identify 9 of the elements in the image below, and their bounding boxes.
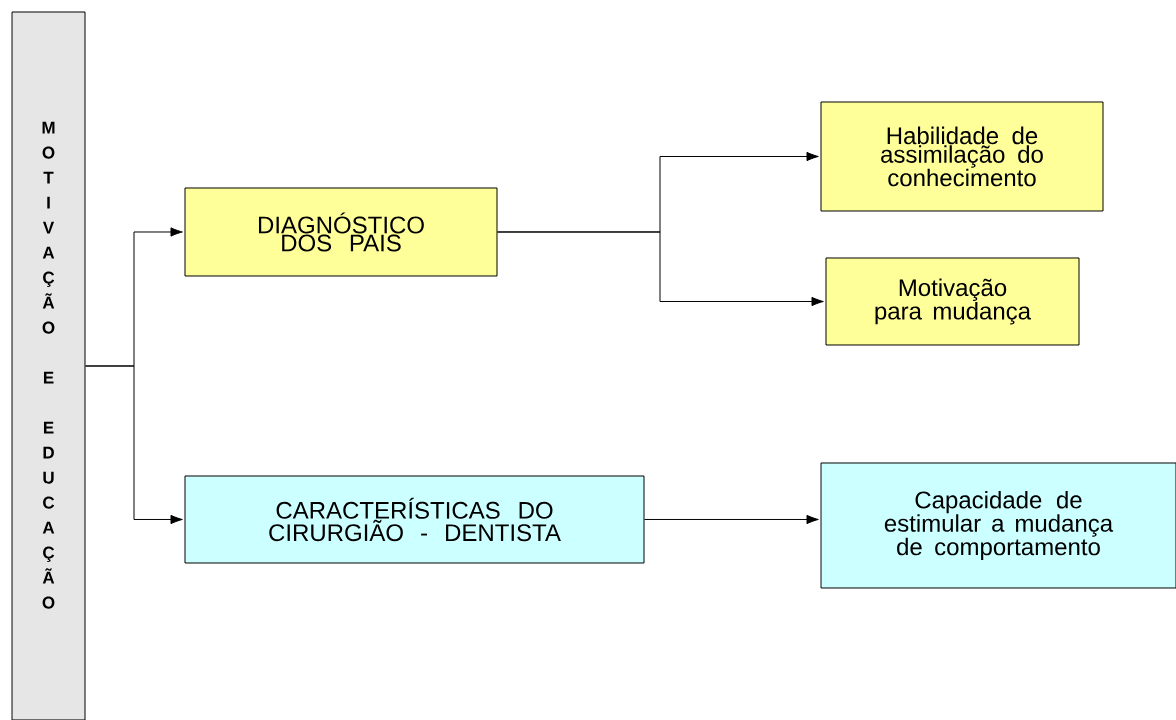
process-box: CARACTERÍSTICAS DO CIRURGIÃO - DENTISTA: [184, 475, 645, 564]
process-box: Capacidade de estimular a mudança de comportamento: [820, 462, 1176, 589]
arrow: [644, 514, 819, 525]
arrow: [85, 365, 183, 525]
process-box: Habilidade de assimilação do conhecimento: [820, 101, 1104, 212]
process-box: Motivação para mudança: [825, 257, 1080, 346]
process-box: DIAGNÓSTICO DOS PAIS: [184, 187, 498, 277]
arrow: [497, 231, 824, 307]
vertical-title-box: MOTIVAÇÃO E EDUCAÇÃO: [11, 11, 86, 720]
